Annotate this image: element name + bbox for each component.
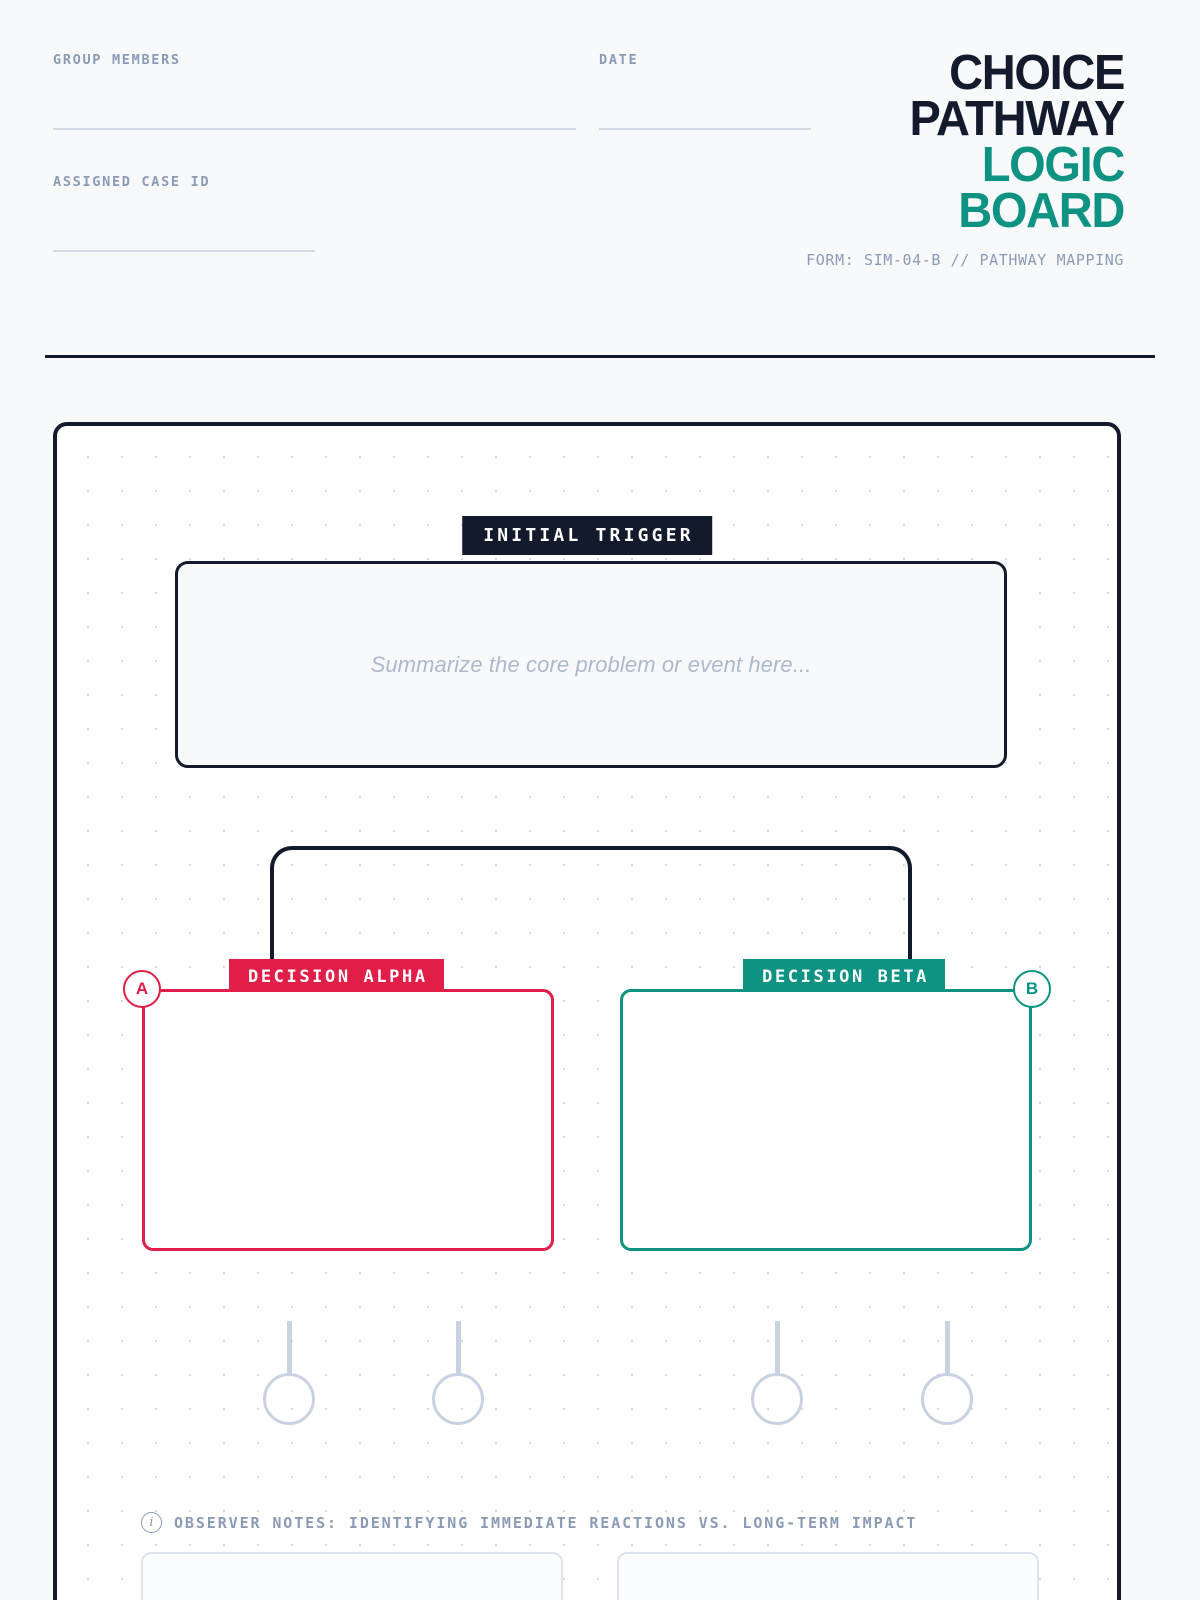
group-members-input[interactable] bbox=[53, 78, 576, 130]
stub-circle-icon bbox=[751, 1373, 803, 1425]
header-fields: GROUP MEMBERS DATE ASSIGNED CASE ID bbox=[53, 52, 1124, 292]
info-icon: i bbox=[141, 1512, 162, 1533]
stub-circle-icon bbox=[432, 1373, 484, 1425]
stub-stem-icon bbox=[455, 1321, 461, 1373]
stub-circle-icon bbox=[263, 1373, 315, 1425]
header: GROUP MEMBERS DATE ASSIGNED CASE ID CHOI… bbox=[0, 0, 1200, 360]
brand-line-3: LOGIC bbox=[981, 138, 1126, 193]
stub-stem-icon bbox=[286, 1321, 292, 1373]
field-case-id: ASSIGNED CASE ID bbox=[53, 174, 315, 252]
date-input[interactable] bbox=[599, 78, 811, 130]
brand-line-2: PATHWAY bbox=[909, 92, 1126, 147]
field-date: DATE bbox=[599, 52, 811, 130]
logic-board: INITIAL TRIGGER Summarize the core probl… bbox=[53, 422, 1121, 1600]
brand-line-4: BOARD bbox=[958, 184, 1125, 239]
observer-notes-heading: OBSERVER NOTES: IDENTIFYING IMMEDIATE RE… bbox=[174, 1513, 918, 1532]
outcome-stub-beta-2[interactable] bbox=[921, 1321, 973, 1425]
field-label-case-id: ASSIGNED CASE ID bbox=[53, 174, 211, 190]
stub-stem-icon bbox=[774, 1321, 780, 1373]
stub-stem-icon bbox=[944, 1321, 950, 1373]
stub-circle-icon bbox=[921, 1373, 973, 1425]
initial-trigger-input[interactable]: Summarize the core problem or event here… bbox=[175, 561, 1007, 768]
decision-beta-badge: B bbox=[1013, 970, 1051, 1008]
header-divider bbox=[45, 355, 1155, 358]
initial-trigger-placeholder: Summarize the core problem or event here… bbox=[370, 651, 812, 677]
initial-trigger-tag: INITIAL TRIGGER bbox=[462, 516, 712, 555]
decision-alpha-input[interactable]: A bbox=[123, 970, 554, 1251]
field-label-group-members: GROUP MEMBERS bbox=[53, 52, 181, 68]
branch-connector bbox=[270, 846, 912, 968]
decision-beta-input[interactable]: B bbox=[620, 970, 1051, 1251]
observer-note-input-2[interactable] bbox=[617, 1552, 1039, 1600]
observer-notes-header: i OBSERVER NOTES: IDENTIFYING IMMEDIATE … bbox=[141, 1512, 917, 1533]
brand-line-1: CHOICE bbox=[949, 46, 1125, 100]
outcome-stub-alpha-1[interactable] bbox=[263, 1321, 315, 1425]
observer-note-input-1[interactable] bbox=[141, 1552, 563, 1600]
brand-block: CHOICE PATHWAY LOGIC BOARD FORM: SIM-04-… bbox=[654, 46, 1126, 270]
outcome-stub-beta-1[interactable] bbox=[751, 1321, 803, 1425]
case-id-input[interactable] bbox=[53, 200, 315, 252]
field-label-date: DATE bbox=[599, 52, 639, 68]
field-group-members: GROUP MEMBERS bbox=[53, 52, 576, 130]
decision-alpha-badge: A bbox=[123, 970, 161, 1008]
outcome-stub-alpha-2[interactable] bbox=[432, 1321, 484, 1425]
form-subtitle: FORM: SIM-04-B // PATHWAY MAPPING bbox=[806, 251, 1124, 270]
